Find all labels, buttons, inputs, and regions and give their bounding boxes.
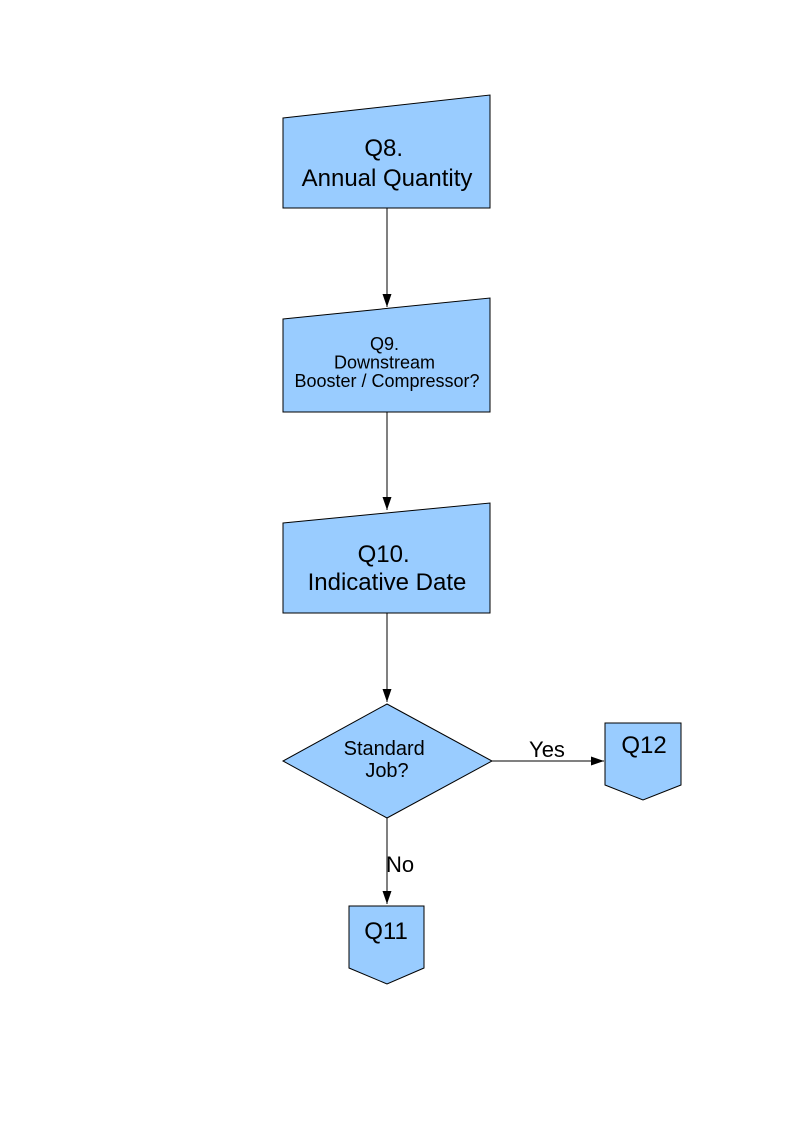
node-q10-line2: Indicative Date [308, 569, 467, 596]
node-q10-line1: Q10. [358, 541, 410, 568]
node-q8-label: Q8. Annual Quantity [302, 135, 473, 192]
node-q9: Q9. Downstream Booster / Compressor? [282, 297, 491, 413]
node-standard-job-decision: Standard Job? [281, 703, 494, 819]
node-q9-label: Q9. Downstream Booster / Compressor? [294, 334, 479, 391]
node-q9-line1: Q9. [370, 334, 399, 354]
edge-label-no: No [386, 852, 414, 877]
node-q10-label: Q10. Indicative Date [308, 541, 467, 596]
node-q11: Q11 [348, 905, 425, 985]
node-q9-shape [282, 297, 491, 413]
node-q8-line1: Q8. [364, 135, 403, 162]
node-q8: Q8. Annual Quantity [282, 94, 491, 209]
node-q8-shape [282, 94, 491, 209]
node-q9-line2: Downstream [334, 353, 435, 373]
node-standard-job-line1: Standard [344, 738, 425, 760]
node-q11-shape [348, 905, 425, 985]
node-standard-job-line2: Job? [365, 760, 408, 782]
node-q11-line1: Q11 [364, 918, 408, 945]
edge-label-yes: Yes [529, 737, 565, 762]
node-q11-label: Q11 [364, 918, 408, 945]
node-q8-line2: Annual Quantity [302, 165, 473, 192]
node-q12-label: Q12 [621, 732, 666, 759]
node-q12-shape [604, 722, 682, 801]
node-standard-job-label: Standard Job? [344, 738, 431, 782]
node-q12-line1: Q12 [621, 732, 666, 759]
connectors [382, 208, 604, 904]
node-q10-shape [282, 502, 491, 614]
node-q10: Q10. Indicative Date [282, 502, 491, 614]
node-q9-line3: Booster / Compressor? [294, 371, 479, 391]
node-q12: Q12 [604, 722, 682, 801]
node-standard-job-shape [281, 703, 494, 819]
